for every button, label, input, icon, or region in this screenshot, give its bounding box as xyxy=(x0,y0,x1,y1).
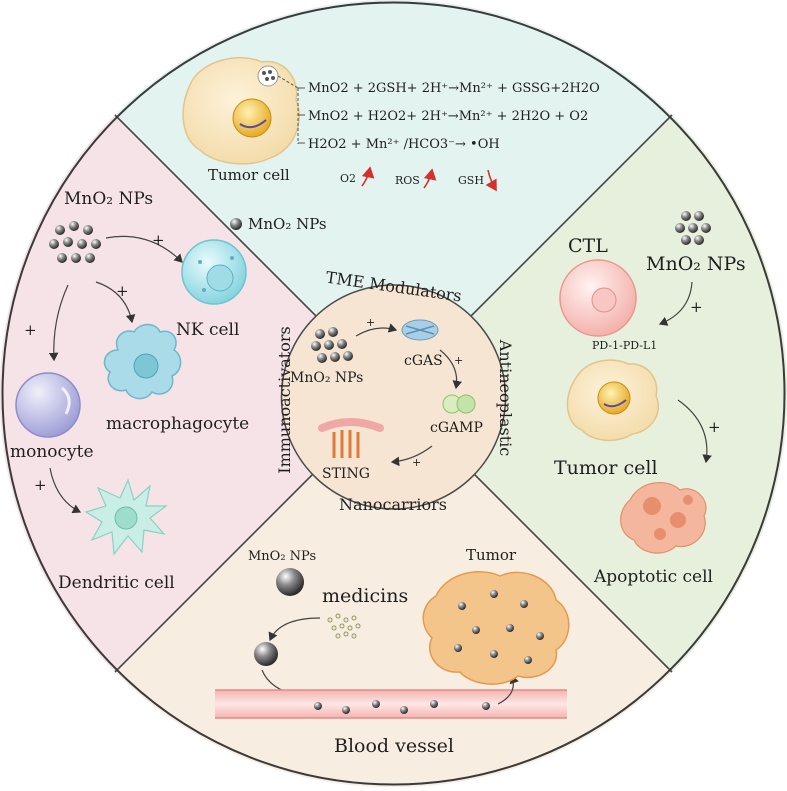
tumor-nucleus-top xyxy=(233,99,271,137)
pd1-pdl1-label: PD-1-PD-L1 xyxy=(592,339,657,352)
plus-right-1: + xyxy=(690,298,703,316)
label-nanocarriors: Nanocarriors xyxy=(339,495,447,514)
plus-center-2: + xyxy=(454,354,463,367)
label-immunoactivators: Immunoactivators xyxy=(275,326,294,473)
label-antineoplastic: Antineoplastic xyxy=(496,339,515,456)
cgamp-label: cGAMP xyxy=(430,420,483,436)
np-vesicle-top xyxy=(258,66,278,86)
equation-2: MnO2 + H2O2+ 2H⁺→Mn²⁺ + 2H2O + O2 xyxy=(308,109,588,124)
dendritic-cell-label: Dendritic cell xyxy=(58,573,175,593)
tumor-nucleus-right xyxy=(598,382,630,414)
blood-vessel xyxy=(215,690,567,718)
plus-dendritic: + xyxy=(34,476,47,494)
mno2-nps-center: MnO₂ NPs xyxy=(290,370,363,386)
ctl-label: CTL xyxy=(568,235,608,257)
np-large-bottom xyxy=(276,568,304,596)
plus-right-2: + xyxy=(708,418,721,436)
sting-label: STING xyxy=(322,466,370,482)
cgamp-icon xyxy=(443,395,475,413)
plus-center-3: + xyxy=(412,456,421,469)
cgas-icon xyxy=(402,320,438,340)
ros-label: ROS xyxy=(395,174,420,187)
medicins-label: medicins xyxy=(322,585,408,607)
monocyte-label: monocyte xyxy=(10,442,94,462)
equation-3: H2O2 + Mn²⁺ /HCO3⁻→ •OH xyxy=(308,137,500,152)
nk-cell-label: NK cell xyxy=(176,320,239,340)
macrophagocyte-label: macrophagocyte xyxy=(106,414,249,434)
tumor-label: Tumor xyxy=(466,546,517,564)
o2-label: O2 xyxy=(340,172,356,185)
plus-nk: + xyxy=(152,231,165,249)
np-sphere-top xyxy=(230,218,242,230)
plus-macrophage: + xyxy=(116,282,129,300)
plus-monocyte: + xyxy=(24,321,37,339)
tumor-cell-label-right: Tumor cell xyxy=(554,457,658,479)
tumor-cell-label-top: Tumor cell xyxy=(208,166,290,184)
tumor-mass xyxy=(423,572,568,684)
blood-vessel-label: Blood vessel xyxy=(334,735,454,757)
plus-center-1: + xyxy=(366,316,375,329)
mno2-nps-bottom: MnO₂ NPs xyxy=(248,549,316,564)
cgas-label: cGAS xyxy=(404,353,443,369)
mno2-nps-left: MnO₂ NPs xyxy=(64,189,153,209)
equation-1: MnO2 + 2GSH+ 2H⁺→Mn²⁺ + GSSG+2H2O xyxy=(308,81,600,96)
mno2-nps-right: MnO₂ NPs xyxy=(646,253,746,275)
np-loaded-bottom xyxy=(254,642,278,666)
apoptotic-cell-label: Apoptotic cell xyxy=(593,567,713,587)
mno2-nps-top: MnO₂ NPs xyxy=(248,215,327,233)
gsh-label: GSH xyxy=(458,174,484,187)
